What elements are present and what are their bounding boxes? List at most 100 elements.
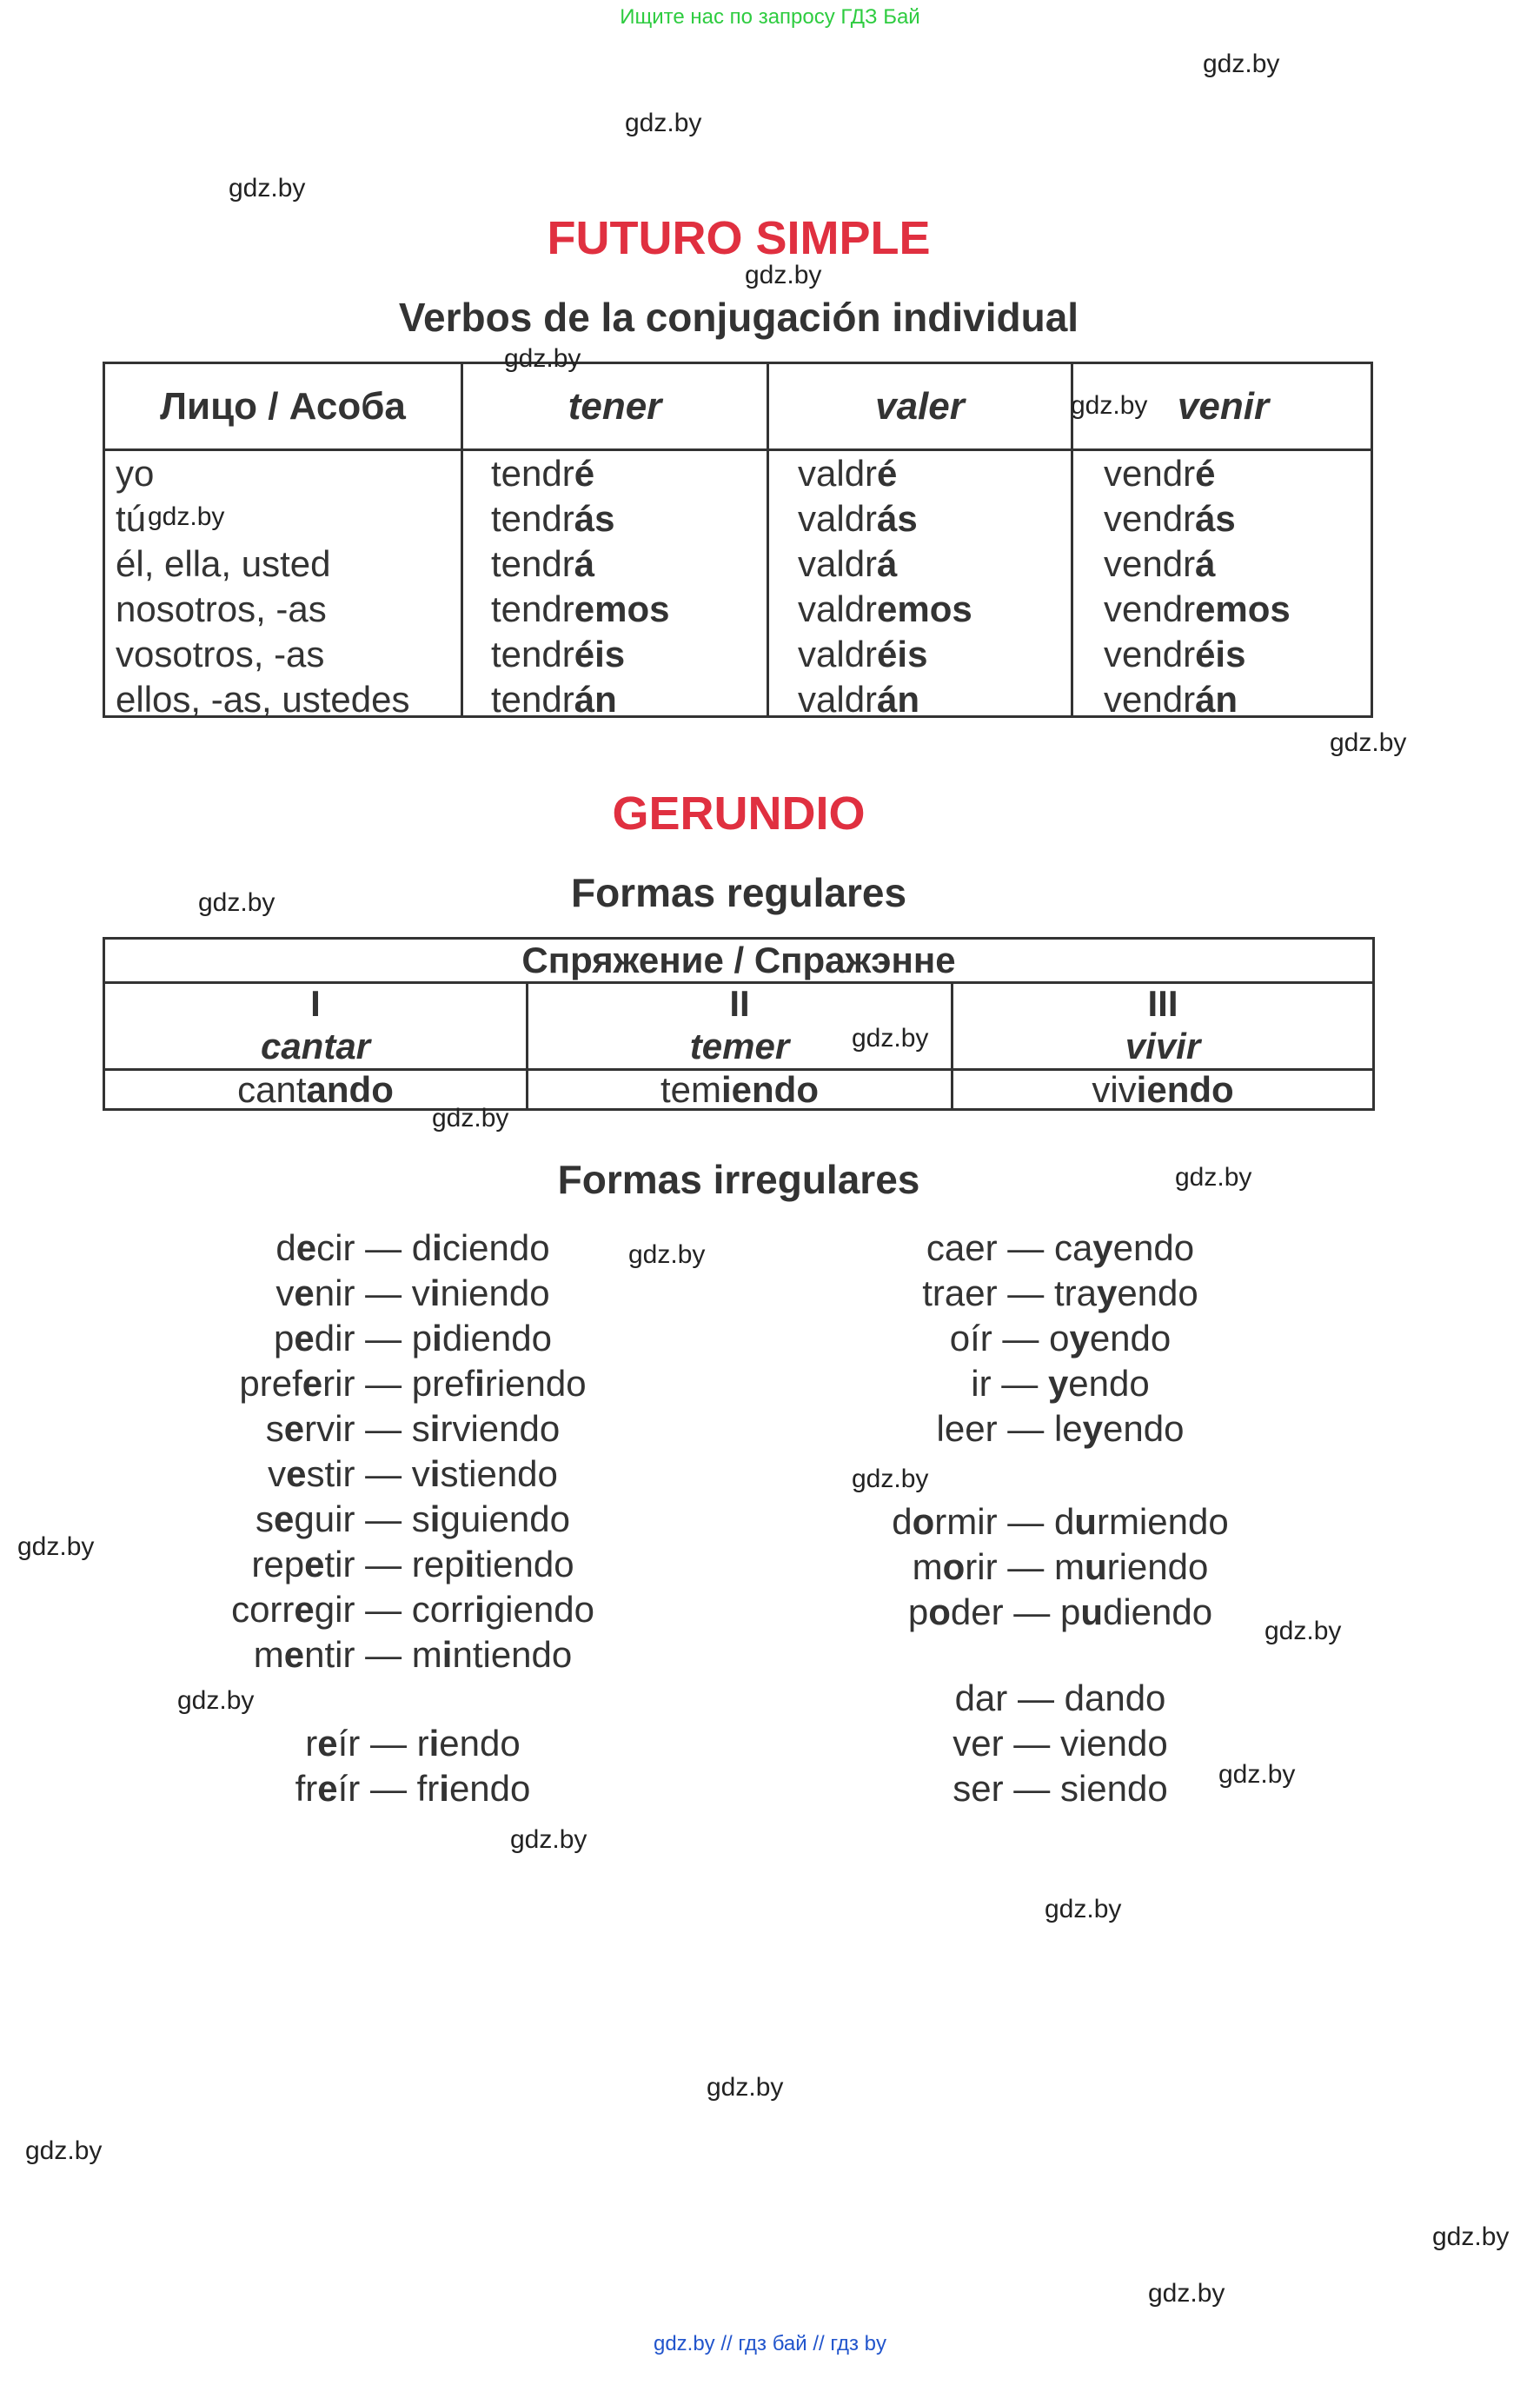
infinitive-part: m — [912, 1546, 943, 1587]
gerund-stem: viv — [1092, 1069, 1137, 1110]
infinitive-part: e — [286, 1453, 307, 1494]
irregular-forms-title: Formas irregulares — [557, 1157, 920, 1202]
gerund-part: u — [1084, 1546, 1107, 1587]
infinitive-part: rir — [322, 1363, 355, 1404]
infinitive-part: pref — [239, 1363, 302, 1404]
infinitive-part: traer — [922, 1272, 998, 1313]
gerund-part: endo — [439, 1723, 521, 1764]
infinitive-part: s — [256, 1498, 275, 1539]
person-cell: tú — [116, 498, 147, 539]
infinitive-part: corr — [231, 1589, 295, 1630]
watermark-text: gdz.by — [1218, 1760, 1296, 1789]
top-note[interactable]: Ищите нас по запросу ГДЗ Бай — [620, 5, 920, 29]
group-verb: vivir — [1125, 1026, 1201, 1066]
table-header-divider — [105, 448, 1371, 451]
watermark-text: gdz.by — [1203, 50, 1280, 78]
conjugation-cell: valdrá — [798, 541, 972, 587]
watermark-text: gdz.by — [148, 502, 225, 531]
irregular-form-row: pedir — pidiendo — [174, 1316, 652, 1361]
infinitive-part: oír — [949, 1318, 992, 1359]
conjugation-cell: tendrán — [491, 677, 669, 722]
infinitive-part: ir — [971, 1363, 992, 1404]
gerund-part: endo — [1068, 1363, 1150, 1404]
futuro-title: FUTURO SIMPLE — [547, 212, 931, 264]
conjugation-cell: tendré — [491, 451, 669, 496]
irregular-form-row: servir — sirviendo — [174, 1406, 652, 1452]
gerund-stem: tem — [660, 1069, 721, 1110]
gerund-part: tra — [1053, 1272, 1097, 1313]
infinitive-part: guir — [294, 1498, 355, 1539]
verb-ending: á — [877, 543, 898, 584]
watermark-text: gdz.by — [1330, 728, 1407, 757]
gerund-part: i — [429, 1498, 441, 1539]
infinitive-part: rep — [251, 1544, 305, 1584]
irregular-form-row: caer — cayendo — [830, 1226, 1291, 1271]
verb-stem: tendr — [491, 679, 574, 720]
gerund-part: d — [411, 1227, 433, 1268]
irregular-form-row: decir — diciendo — [174, 1226, 652, 1271]
infinitive-part: o — [912, 1501, 935, 1542]
gerund-part: i — [429, 1272, 441, 1313]
watermark-text: gdz.by — [628, 1240, 706, 1269]
watermark-text: gdz.by — [852, 1465, 929, 1493]
gerund-part: endo — [1117, 1272, 1198, 1313]
watermark-text: gdz.by — [707, 2073, 784, 2102]
infinitive-part: ír — [337, 1768, 361, 1809]
verb-ending: á — [574, 543, 595, 584]
watermark-text: gdz.by — [625, 109, 702, 137]
dash: — — [991, 1363, 1048, 1404]
verb-ending: éis — [1195, 634, 1246, 674]
irregular-form-row: poder — pudiendo — [830, 1590, 1291, 1635]
group-numeral: II — [729, 983, 750, 1024]
gerund-part: rmiendo — [1096, 1501, 1229, 1542]
regular-forms-title: Formas regulares — [570, 870, 907, 915]
gerund-part: endo — [1112, 1227, 1195, 1268]
infinitive-part: e — [283, 1634, 305, 1675]
verb-ending: án — [574, 679, 617, 720]
gerund-part: guiendo — [440, 1498, 570, 1539]
infinitive-part: rmir — [934, 1501, 998, 1542]
gerund-part: p — [1059, 1591, 1081, 1632]
verb-ending: ás — [877, 498, 918, 539]
gerund-part: giendo — [484, 1589, 594, 1630]
verb-ending: éis — [574, 634, 626, 674]
gerund-part: i — [475, 1589, 485, 1630]
verb-stem: vendr — [1104, 453, 1196, 494]
irregular-form-row: dar — dando — [830, 1676, 1291, 1721]
conjugation-cell: valdréis — [798, 632, 972, 677]
infinitive-part: ntir — [304, 1634, 355, 1675]
infinitive-part: e — [317, 1723, 338, 1764]
gerund-part: fr — [416, 1768, 440, 1809]
gerund-part: rviendo — [440, 1408, 561, 1449]
gerund-part: ca — [1053, 1227, 1093, 1268]
irregular-form-row: corregir — corrigiendo — [174, 1587, 652, 1632]
conjugation-cell: valdremos — [798, 587, 972, 632]
gerund-part: y — [1047, 1363, 1069, 1404]
infinitive-part: cir — [316, 1227, 355, 1268]
irregular-form-row: morir — muriendo — [830, 1545, 1291, 1590]
infinitive-part: leer — [936, 1408, 998, 1449]
dash: — — [355, 1498, 412, 1539]
dash: — — [355, 1634, 412, 1675]
footer-links[interactable]: gdz.by // гдз бай // гдз by — [653, 2332, 887, 2355]
verb-stem: valdr — [798, 543, 878, 584]
watermark-text: gdz.by — [1265, 1617, 1342, 1645]
verb-stem: tendr — [491, 543, 574, 584]
gerund-part: endo — [448, 1768, 531, 1809]
gerund-part: riendo — [1106, 1546, 1209, 1587]
dash: — — [355, 1227, 412, 1268]
gerund-part: r — [416, 1723, 429, 1764]
gerund-part: pref — [411, 1363, 475, 1404]
gerund-part: o — [1049, 1318, 1070, 1359]
row-divider — [105, 1068, 1372, 1071]
gerund-part: s — [411, 1498, 430, 1539]
irregular-form-row: vestir — vistiendo — [174, 1452, 652, 1497]
gerundio-title: GERUNDIO — [612, 787, 866, 840]
gerund-part: i — [439, 1768, 449, 1809]
infinitive-part: e — [294, 1272, 315, 1313]
conjugation-cell: vendréis — [1104, 632, 1291, 677]
